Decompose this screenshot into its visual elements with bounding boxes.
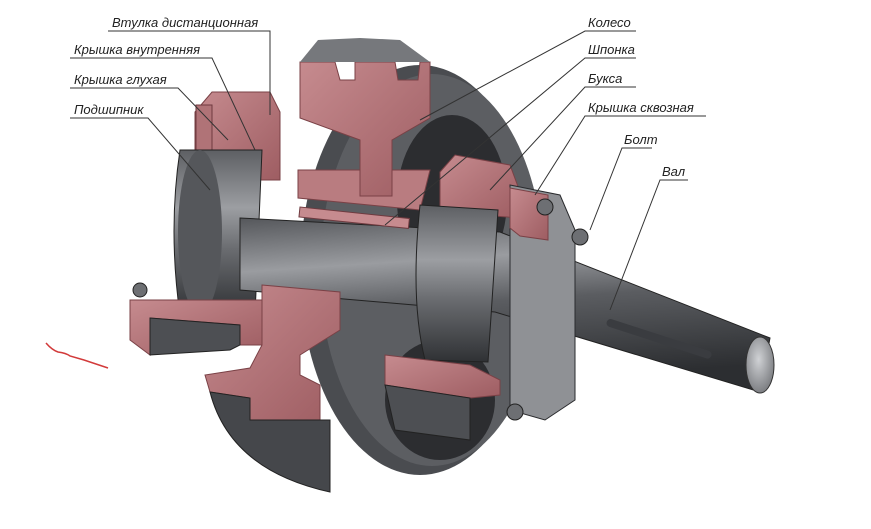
wheel-rim-top-back (300, 38, 430, 62)
wheel-key (298, 206, 410, 229)
label-through-cover: Крышка сквозная (588, 100, 694, 115)
bolt-head (571, 228, 589, 246)
leader-wheel (419, 30, 636, 121)
label-shaft: Вал (662, 164, 686, 179)
leader-inner-cover (70, 57, 256, 151)
leader-blind-cover (70, 87, 229, 141)
wheel-hub-upper-section (297, 169, 431, 211)
label-key: Шпонка (588, 42, 635, 57)
shaft-end (745, 336, 775, 394)
leader-key (384, 57, 636, 226)
label-bearing: Подшипник (74, 102, 144, 117)
bolt-head (132, 282, 148, 298)
leader-lines (70, 30, 706, 311)
label-bolt: Болт (624, 132, 658, 147)
bearing-left-face (178, 150, 222, 314)
label-spacer-sleeve: Втулка дистанционная (112, 15, 259, 30)
bolt-head (536, 198, 554, 216)
leader-through-cover (534, 115, 706, 196)
leader-axle-box (489, 86, 636, 191)
red-scribble-mark (45, 342, 109, 369)
leader-shaft (609, 179, 688, 311)
blind-cover-lower-shell (149, 317, 241, 356)
label-blind-cover: Крышка глухая (74, 72, 167, 87)
bolt-head (506, 403, 524, 421)
leader-spacer-sleeve (108, 30, 271, 115)
wheel-lower-tread (209, 391, 331, 493)
label-wheel: Колесо (588, 15, 631, 30)
label-axle-box: Букса (588, 71, 623, 86)
leader-bearing (70, 117, 211, 191)
label-inner-cover: Крышка внутренняя (74, 42, 201, 57)
shaft-keyway (606, 319, 712, 359)
through-cover-section (509, 187, 549, 241)
bearing-right-lower (384, 384, 471, 441)
leader-bolt (589, 147, 652, 231)
bearing-right (415, 204, 499, 363)
